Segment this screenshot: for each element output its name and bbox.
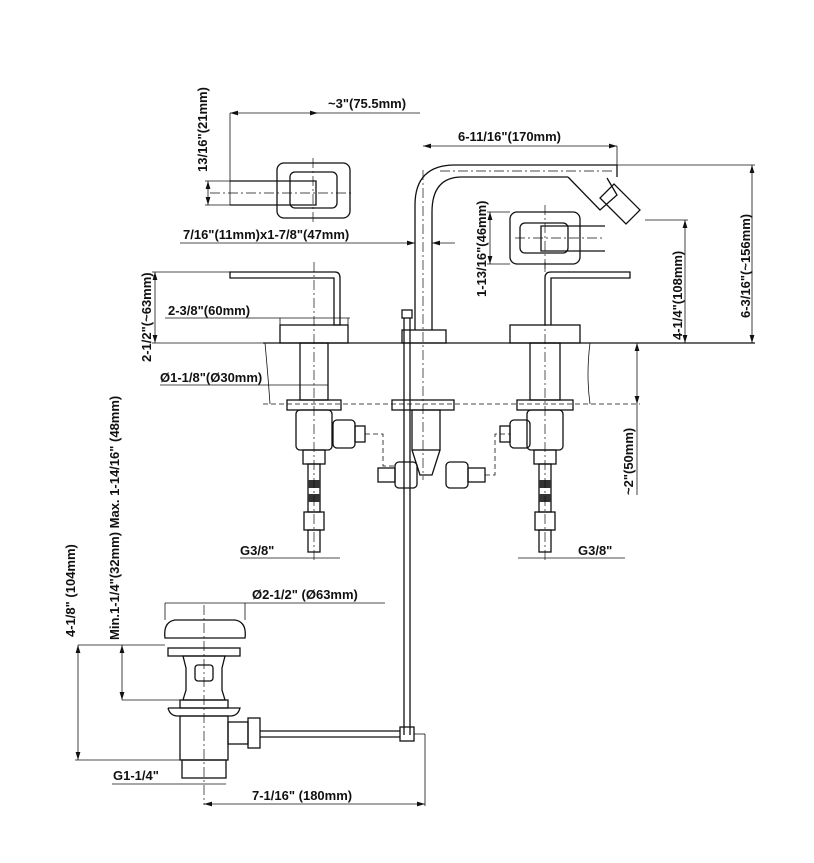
dim-drain-height: 4-1/8" (104mm) bbox=[63, 544, 78, 637]
dim-lever-height: 2-1/2"(~63mm) bbox=[139, 272, 154, 362]
cold-valve-left bbox=[229, 262, 395, 560]
dim-inlet-right: G3/8" bbox=[578, 543, 612, 558]
dim-nozzle-height: 4-1/4"(108mm) bbox=[670, 251, 685, 340]
dim-handle-length: ~3"(75.5mm) bbox=[328, 96, 406, 111]
spout bbox=[401, 164, 641, 480]
counter-deck bbox=[263, 342, 755, 405]
dim-shank-diameter: Ø1-1/8"(Ø30mm) bbox=[160, 370, 262, 385]
dim-deck-thickness: Min.1-1/4"(32mm) Max. 1-14/16" (48mm) bbox=[107, 396, 122, 640]
popup-drain bbox=[164, 605, 400, 805]
dim-rod-distance: 7-1/16" (180mm) bbox=[252, 788, 352, 803]
handle-top-view-left bbox=[210, 158, 352, 222]
dimension-lines bbox=[75, 110, 755, 807]
dim-overall-height: 6-3/16"(~156mm) bbox=[738, 214, 753, 318]
handle-top-view-right bbox=[509, 205, 605, 270]
dim-inlet-left: G3/8" bbox=[240, 543, 274, 558]
dim-deck-depth: ~2"(50mm) bbox=[621, 428, 636, 495]
mixer-body bbox=[377, 399, 510, 489]
dim-handle-width: 1-13/16"(46mm) bbox=[474, 201, 489, 298]
dim-drain-thread: G1-1/4" bbox=[113, 768, 159, 783]
dim-flange-diameter: 2-3/8"(60mm) bbox=[168, 303, 250, 318]
dim-spout-section: 7/16"(11mm)x1-7/8"(47mm) bbox=[183, 227, 349, 242]
dim-handle-height: 13/16"(21mm) bbox=[195, 87, 210, 172]
dim-spout-reach: 6-11/16"(170mm) bbox=[458, 129, 561, 144]
hot-valve-right bbox=[499, 262, 631, 560]
dim-drain-cap-diameter: Ø2-1/2" (Ø63mm) bbox=[252, 587, 358, 602]
popup-rod bbox=[399, 309, 425, 742]
